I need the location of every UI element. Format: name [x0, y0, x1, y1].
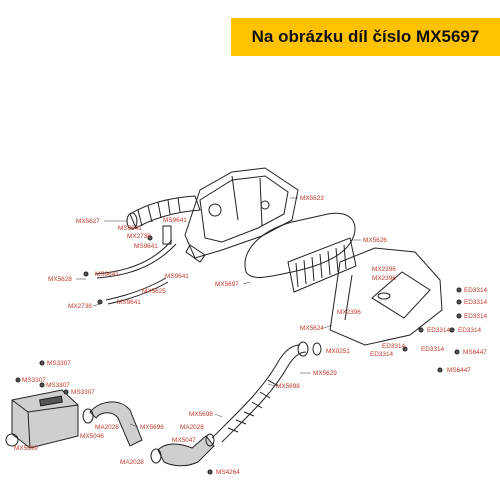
label-ms6447-b: MS6447: [447, 367, 471, 374]
lower-duct: [150, 433, 215, 467]
label-ed3314-g: ED3314: [421, 346, 445, 353]
leader-lines: [76, 197, 361, 428]
label-ed3314-f: ED3314: [382, 343, 406, 350]
label-mx2738-a: MX2738: [127, 233, 151, 240]
intake-tube: [211, 341, 322, 443]
label-ed3314-b: ED3314: [464, 299, 488, 306]
label-mx5628: MX5628: [48, 276, 72, 283]
label-ma2028-b: MA2028: [180, 424, 204, 431]
label-ma2028-a: MA2028: [95, 424, 119, 431]
label-mx5625: MX5625: [142, 288, 166, 295]
label-mx0251: MX0251: [326, 348, 350, 355]
filter-housing-back: [184, 167, 299, 263]
bracket: [162, 225, 172, 245]
resonator-box: [5, 389, 79, 449]
label-mx2396-a: MX2396: [372, 266, 396, 273]
clamp: [312, 342, 322, 356]
filter-element: [287, 237, 357, 293]
label-mx5627: MX5627: [76, 218, 100, 225]
label-ed3314-d: ED3314: [458, 327, 482, 334]
label-ed3314-e: ED3314: [427, 327, 451, 334]
label-mx5047: MX5047: [172, 437, 196, 444]
label-ms9641-e: MS9641: [165, 273, 189, 280]
intake-boot: [126, 195, 201, 230]
label-ms9641-c: MS9641: [134, 243, 158, 250]
hose-upper: [94, 239, 173, 275]
label-ed3314-h: ED3314: [370, 351, 394, 358]
label-mx5046: MX5046: [80, 433, 104, 440]
hose-lower-edge: [107, 281, 169, 305]
label-mx5626: MX5626: [363, 237, 387, 244]
label-mx5699: MX5699: [14, 445, 38, 452]
part-labels: MX5627 MS9641 MS9641 MX2738 MS9641 MX562…: [14, 195, 488, 476]
label-ms3307-c: MS3307: [46, 382, 70, 389]
label-ms3307-a: MS3307: [47, 360, 71, 367]
label-ed3314-c: ED3314: [464, 313, 488, 320]
label-mx2396-b: MX2396: [372, 275, 396, 282]
hose-lower: [105, 277, 167, 301]
label-mx2738-b: MX2738: [68, 303, 92, 310]
label-mx5697: MX5697: [215, 281, 239, 288]
hose-upper-edge: [96, 243, 177, 279]
label-mx5623: MX5623: [300, 195, 324, 202]
page-title: Na obrázku díl číslo MX5697: [251, 27, 480, 46]
label-ms9641-a: MS9641: [163, 217, 187, 224]
label-ms9641-b: MS9641: [118, 225, 142, 232]
label-ms4264: MS4264: [216, 469, 240, 476]
label-mx5696: MX5696: [140, 424, 164, 431]
label-mx5624: MX5624: [300, 325, 324, 332]
label-mx5629: MX5629: [313, 370, 337, 377]
screws: [15, 235, 462, 475]
label-ms3307-b: MS3307: [22, 377, 46, 384]
label-ma2028-c: MA2028: [120, 459, 144, 466]
title-banner: Na obrázku díl číslo MX5697: [231, 18, 500, 56]
label-ms9641-d: MS9641: [95, 271, 119, 278]
rubber-tube: [82, 401, 143, 447]
label-ms6447-a: MS6447: [463, 349, 487, 356]
label-mx5698-b: MX5698: [189, 411, 213, 418]
label-ed3314-a: ED3314: [464, 287, 488, 294]
label-ms9641-f: MS9641: [117, 299, 141, 306]
label-ms3307-d: MS3307: [71, 389, 95, 396]
filter-cover: [329, 247, 443, 346]
label-mx2396-c: MX2396: [337, 309, 361, 316]
label-mx5698-a: MX5698: [276, 383, 300, 390]
